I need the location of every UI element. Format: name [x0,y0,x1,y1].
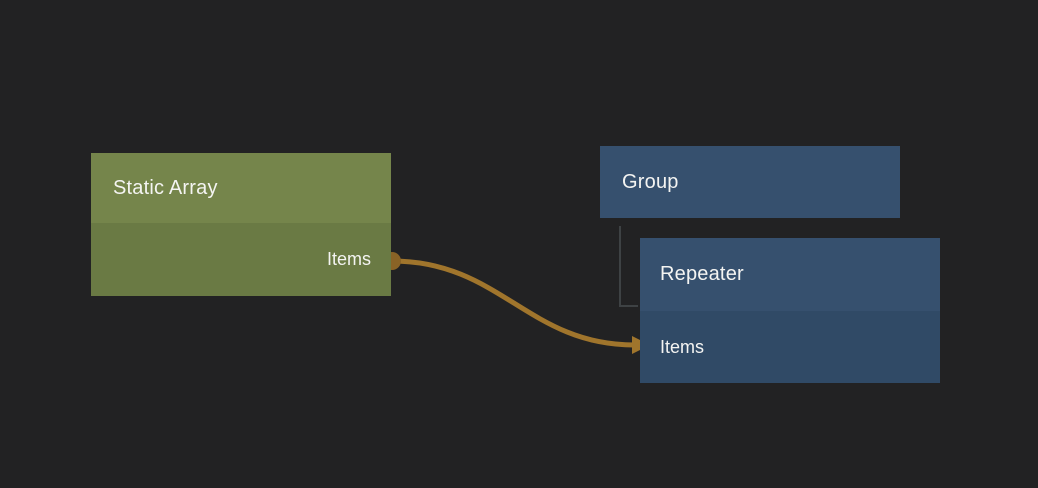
node-repeater-input-row[interactable]: Items [640,311,940,383]
connection-wire[interactable] [389,258,637,348]
node-repeater-title: Repeater [660,263,744,285]
group-repeater-hierarchy-line [619,226,638,307]
node-static-array[interactable]: Static Array Items [91,153,391,296]
node-repeater[interactable]: Repeater Items [640,238,940,383]
node-static-array-header[interactable]: Static Array [91,153,391,223]
output-port-items-label: Items [326,249,371,269]
node-group-title: Group [622,170,679,193]
node-repeater-header[interactable]: Repeater [640,238,940,311]
input-port-items-label: Items [660,336,705,357]
node-static-array-output-row[interactable]: Items [91,223,391,296]
node-static-array-title: Static Array [113,176,218,199]
node-group[interactable]: Group [600,146,900,218]
